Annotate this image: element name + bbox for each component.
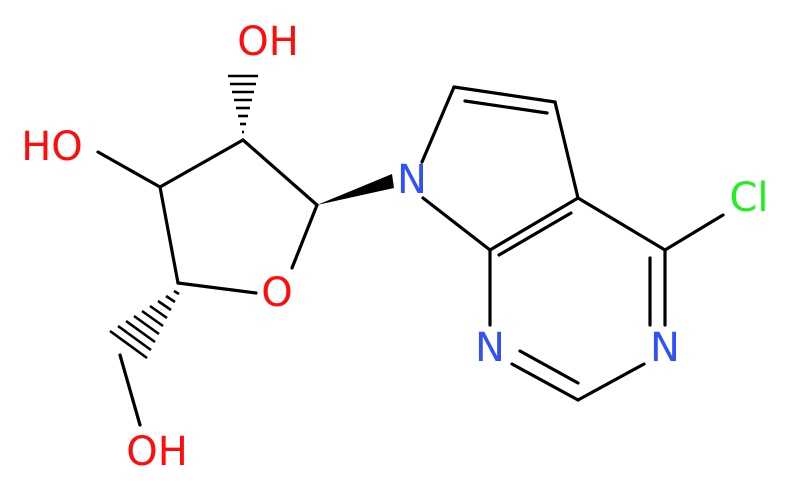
hashed-wedge-c2-oh [228, 74, 258, 134]
bond-c2-n1 [510, 362, 580, 402]
atom-n-pyrrole: N [397, 157, 427, 203]
bond-c2-c3 [158, 138, 245, 189]
hashed-wedge-c4-ch2 [109, 289, 180, 360]
bond-c3-oh [96, 150, 162, 189]
atom-n-lower-right: N [650, 325, 680, 371]
wedge-c1-n [317, 174, 394, 205]
bond-ring-o-c1 [290, 203, 319, 270]
atom-n-lower-left: N [475, 325, 505, 371]
bond-c6-c5 [452, 85, 557, 104]
bond-c1-c2 [241, 138, 319, 207]
bond-c2-n1-inner [518, 349, 580, 385]
bond-c4-cl [663, 213, 725, 252]
bond-n7-c6 [420, 85, 456, 164]
bond-c4a-c7a-inner [497, 211, 573, 257]
bond-c4a-c7a [488, 196, 580, 252]
bond-c5-c4a [553, 100, 580, 200]
bond-c4a-c4 [576, 196, 667, 252]
bond-c7a-n7 [421, 196, 492, 252]
bond-c4-ring-o [176, 281, 258, 295]
bond-c3-c4 [158, 185, 180, 285]
bond-ch2-oh [118, 353, 142, 427]
atom-oh-top: OH [237, 19, 299, 65]
atom-oh-bottom: OH [126, 429, 188, 475]
atom-ring-o: O [261, 270, 292, 316]
bond-n3-c2 [576, 362, 646, 402]
atom-oh-left: HO [21, 124, 83, 170]
atom-cl: Cl [729, 175, 768, 221]
bond-c6-c5-inner [463, 99, 549, 115]
